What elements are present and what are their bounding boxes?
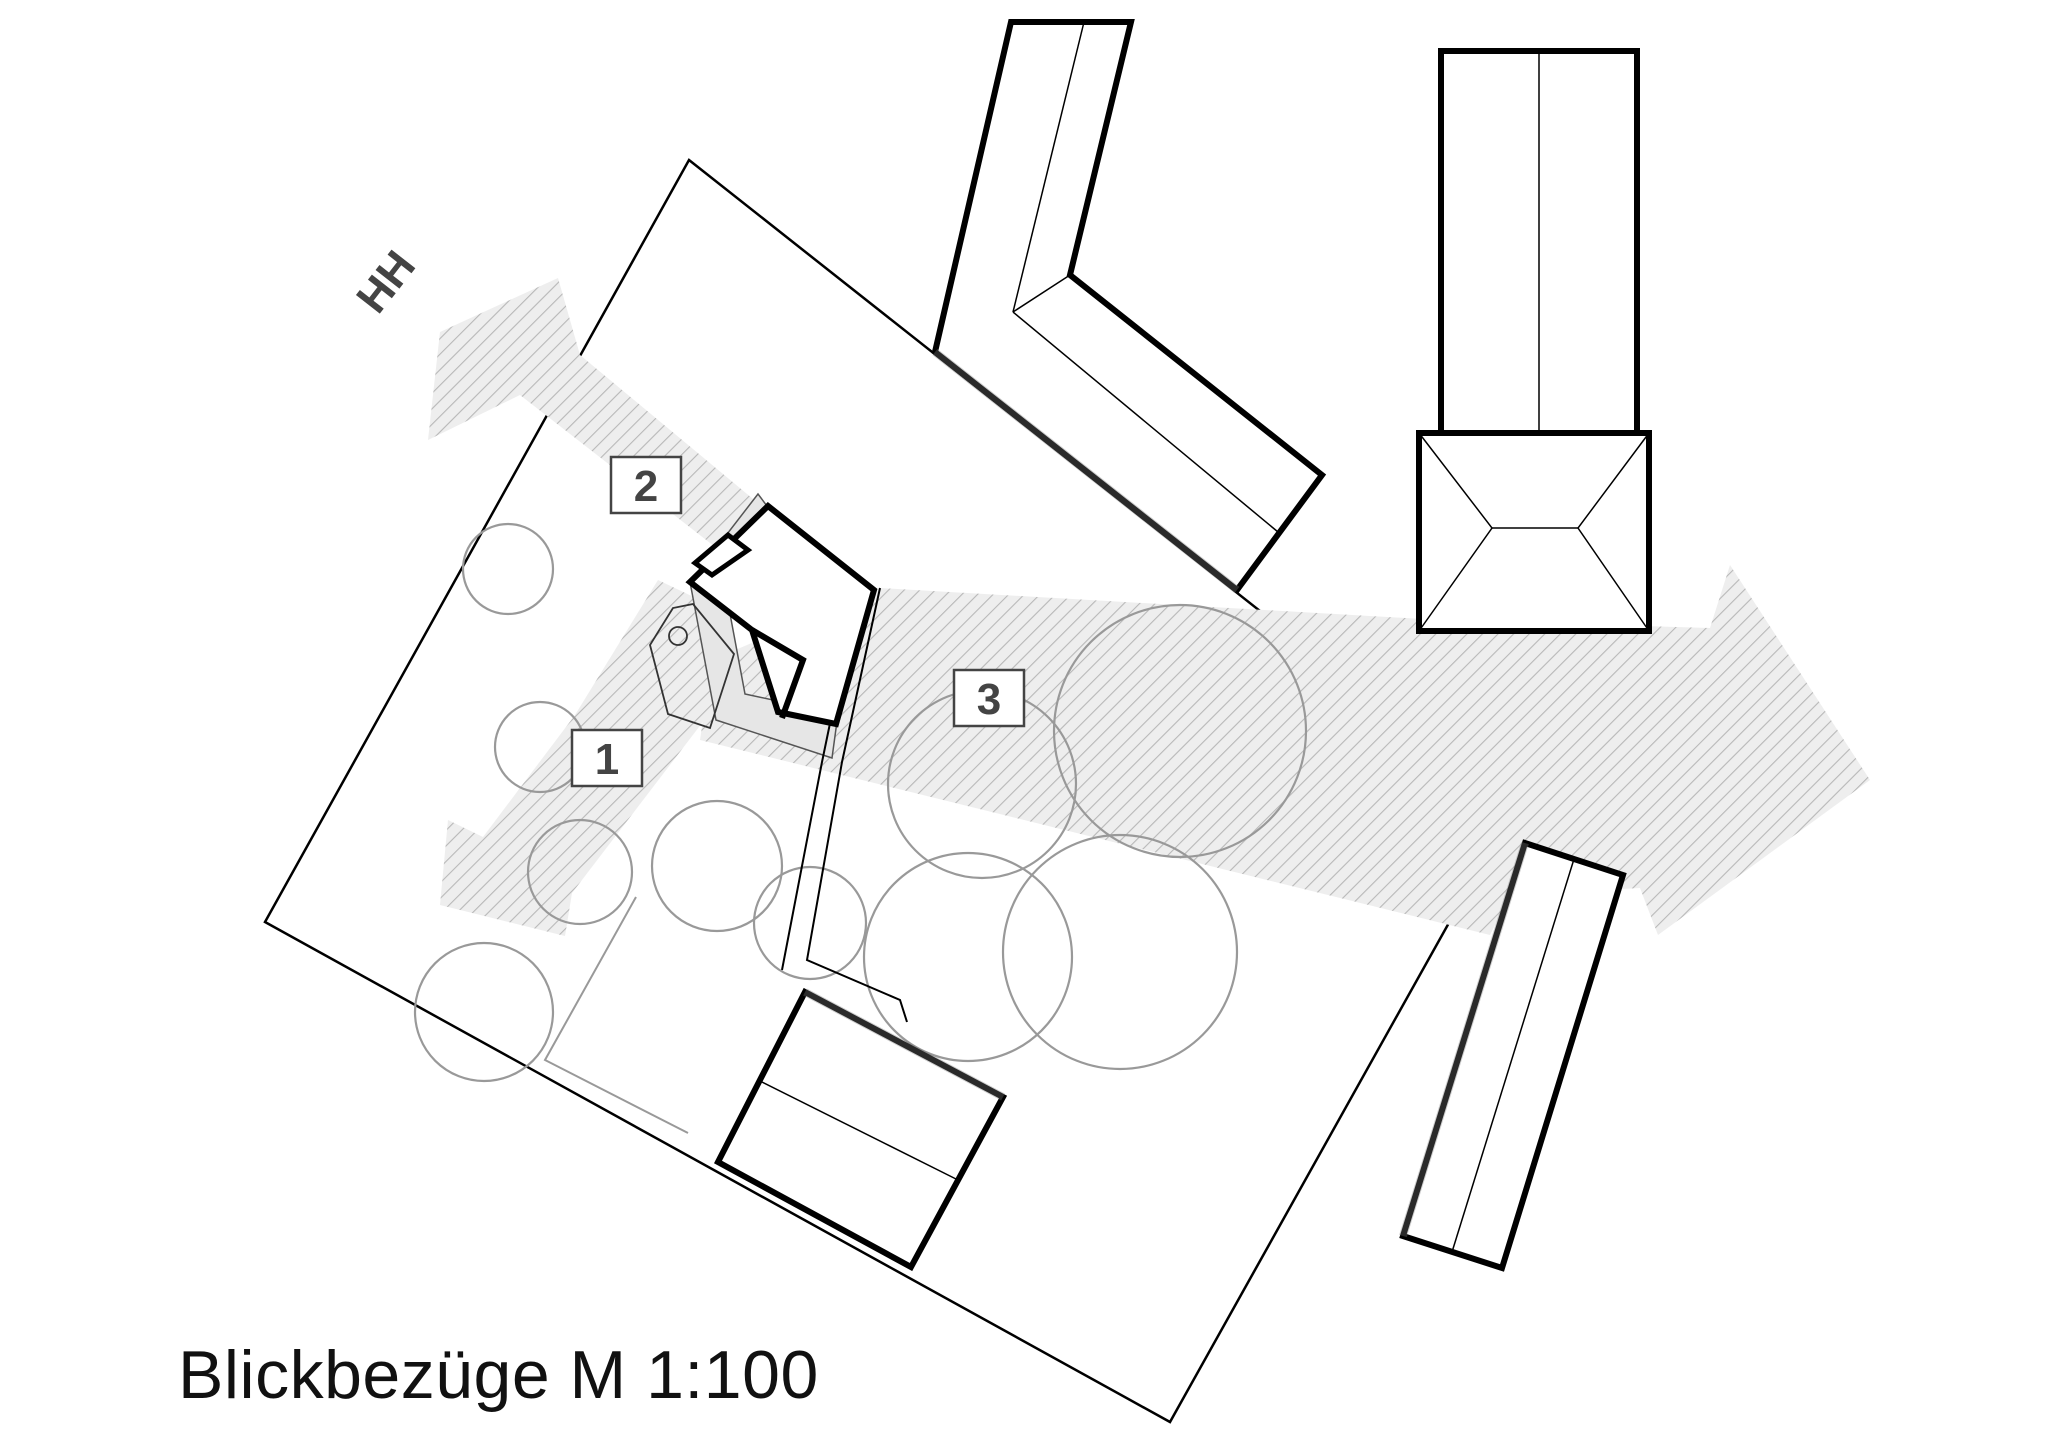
view-arrow-3: [700, 565, 1870, 935]
tree: [862, 851, 1074, 1063]
trees: [413, 522, 1308, 1083]
neighbour-building-east: [1399, 839, 1627, 1272]
main-house-outline: [649, 603, 736, 730]
tree: [1052, 603, 1308, 859]
tree: [413, 941, 555, 1083]
view-marker-3: 3: [952, 668, 1026, 728]
view-arrow-hh: [428, 278, 800, 578]
path-line: [805, 587, 908, 1023]
neighbour-building-northeast: [1416, 48, 1652, 634]
view-marker-2: 2: [609, 455, 683, 515]
neighbour-building-north: [931, 19, 1327, 595]
view-point-icon: [668, 626, 688, 646]
main-house-wall: [750, 627, 807, 720]
view-marker-number: 1: [595, 735, 619, 784]
main-house-annex: [690, 531, 753, 579]
tree: [1001, 833, 1239, 1071]
direction-label: HH: [347, 242, 425, 322]
tree: [752, 865, 868, 981]
tree: [461, 522, 555, 616]
view-marker-1: 1: [570, 728, 644, 788]
view-marker-number: 3: [977, 675, 1001, 724]
terrain-line: [543, 896, 689, 1134]
view-marker-number: 2: [634, 462, 658, 511]
tree: [526, 818, 634, 926]
plan-title: Blickbezüge M 1:100: [178, 1337, 819, 1413]
neighbour-building-south: [713, 987, 1008, 1272]
tree: [650, 799, 784, 933]
